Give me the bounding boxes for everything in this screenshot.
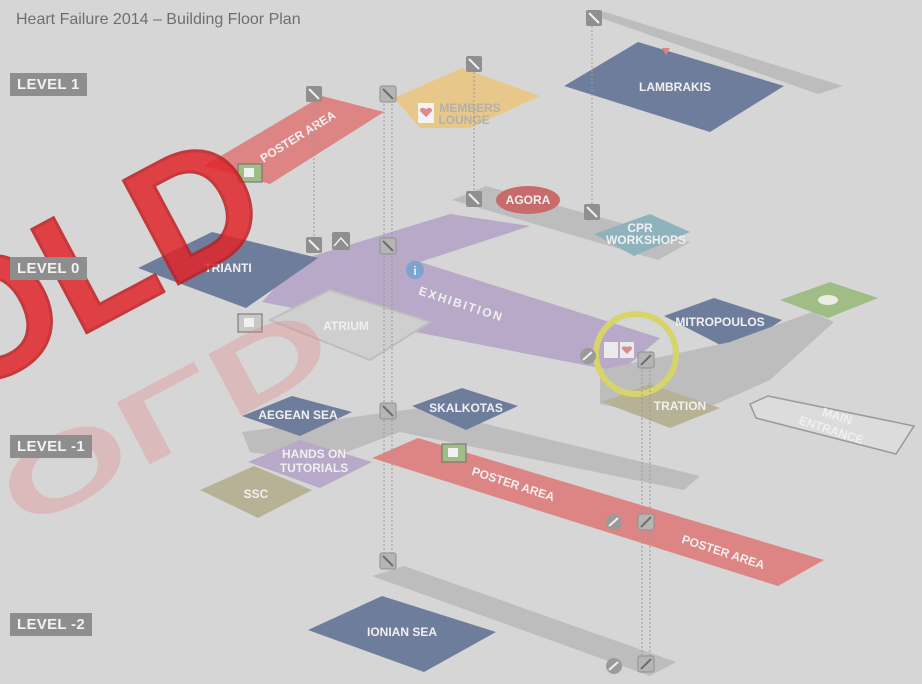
elevator-icon[interactable] [379, 552, 397, 570]
room-skalkotas[interactable] [412, 388, 518, 430]
escalator-icon[interactable] [606, 658, 622, 674]
elevator-icon[interactable] [306, 237, 322, 253]
room-hands-on-tutorials[interactable] [248, 440, 372, 488]
members-heart-icon [604, 342, 634, 358]
corridor-l-2 [372, 566, 676, 676]
restaurant-icon [780, 282, 878, 318]
coffee-icon [441, 443, 467, 463]
room-atrium[interactable] [267, 288, 433, 362]
level-tag-minus-1: LEVEL -1 [10, 435, 92, 458]
level-tag-minus-2: LEVEL -2 [10, 613, 92, 636]
elevator-icon[interactable] [637, 351, 655, 369]
page-title: Heart Failure 2014 – Building Floor Plan [16, 11, 301, 28]
elevator-icon[interactable] [306, 86, 322, 102]
room-label-members-2: LOUNGE [438, 113, 489, 127]
coffee-icon [237, 313, 263, 333]
highlight-ring [593, 311, 679, 397]
main-entrance-sign[interactable]: MAIN ENTRANCE [749, 395, 916, 455]
elevator-icon[interactable] [586, 10, 602, 26]
cloakroom-icon [332, 232, 350, 250]
elevator-icon[interactable] [379, 237, 397, 255]
escalator-icon[interactable] [580, 348, 596, 364]
room-label-hands-on-1: HANDS ON [282, 447, 346, 461]
room-label-atrium: ATRIUM [323, 319, 369, 333]
room-ionian-sea[interactable] [308, 596, 496, 672]
elevator-icon[interactable] [637, 655, 655, 673]
room-label-ssc: SSC [244, 487, 269, 501]
room-trianti[interactable] [138, 232, 318, 308]
vertical-connectors [313, 18, 651, 664]
room-poster-area-l1[interactable] [204, 96, 384, 184]
room-agora[interactable] [496, 186, 560, 214]
room-label-mitropoulos: MITROPOULOS [675, 315, 764, 329]
elevator-icon[interactable] [379, 402, 397, 420]
elevator-icon[interactable] [637, 513, 655, 531]
corridor-l-1 [242, 408, 700, 490]
elevator-icon[interactable] [466, 56, 482, 72]
arrow-marker [662, 48, 670, 55]
room-poster-area-l-1[interactable] [372, 438, 824, 586]
room-label-members-1: MEMBERS [439, 101, 500, 115]
room-label-hands-on-2: TUTORIALS [280, 461, 348, 475]
coffee-icon [237, 163, 263, 183]
elevator-icon[interactable] [584, 204, 600, 220]
elevator-icon[interactable] [379, 85, 397, 103]
room-cpr-workshops[interactable] [594, 214, 690, 256]
room-label-registration: TRATION [654, 399, 706, 413]
corridor-l1-right [584, 12, 843, 94]
members-heart-icon [418, 103, 434, 123]
room-label-ionian-sea: IONIAN SEA [367, 625, 437, 639]
room-ssc[interactable] [200, 466, 312, 518]
room-label-cpr-2: WORKSHOPS [606, 233, 686, 247]
level-tag-1: LEVEL 1 [10, 73, 87, 96]
elevator-icon[interactable] [466, 191, 482, 207]
room-label-skalkotas: SKALKOTAS [429, 401, 503, 415]
room-aegean-sea[interactable] [242, 396, 352, 436]
room-label-aegean-sea: AEGEAN SEA [258, 408, 338, 422]
escalator-icon[interactable] [606, 514, 622, 530]
level-tag-0: LEVEL 0 [10, 257, 87, 280]
info-glyph: i [413, 264, 416, 278]
room-label-cpr-1: CPR [627, 221, 653, 235]
info-icon[interactable] [406, 261, 424, 279]
room-label-agora: AGORA [506, 193, 551, 207]
room-label-lambrakis: LAMBRAKIS [639, 80, 711, 94]
room-exhibition[interactable] [262, 214, 660, 372]
room-lambrakis[interactable] [564, 42, 784, 132]
room-label-trianti: TRIANTI [204, 261, 251, 275]
